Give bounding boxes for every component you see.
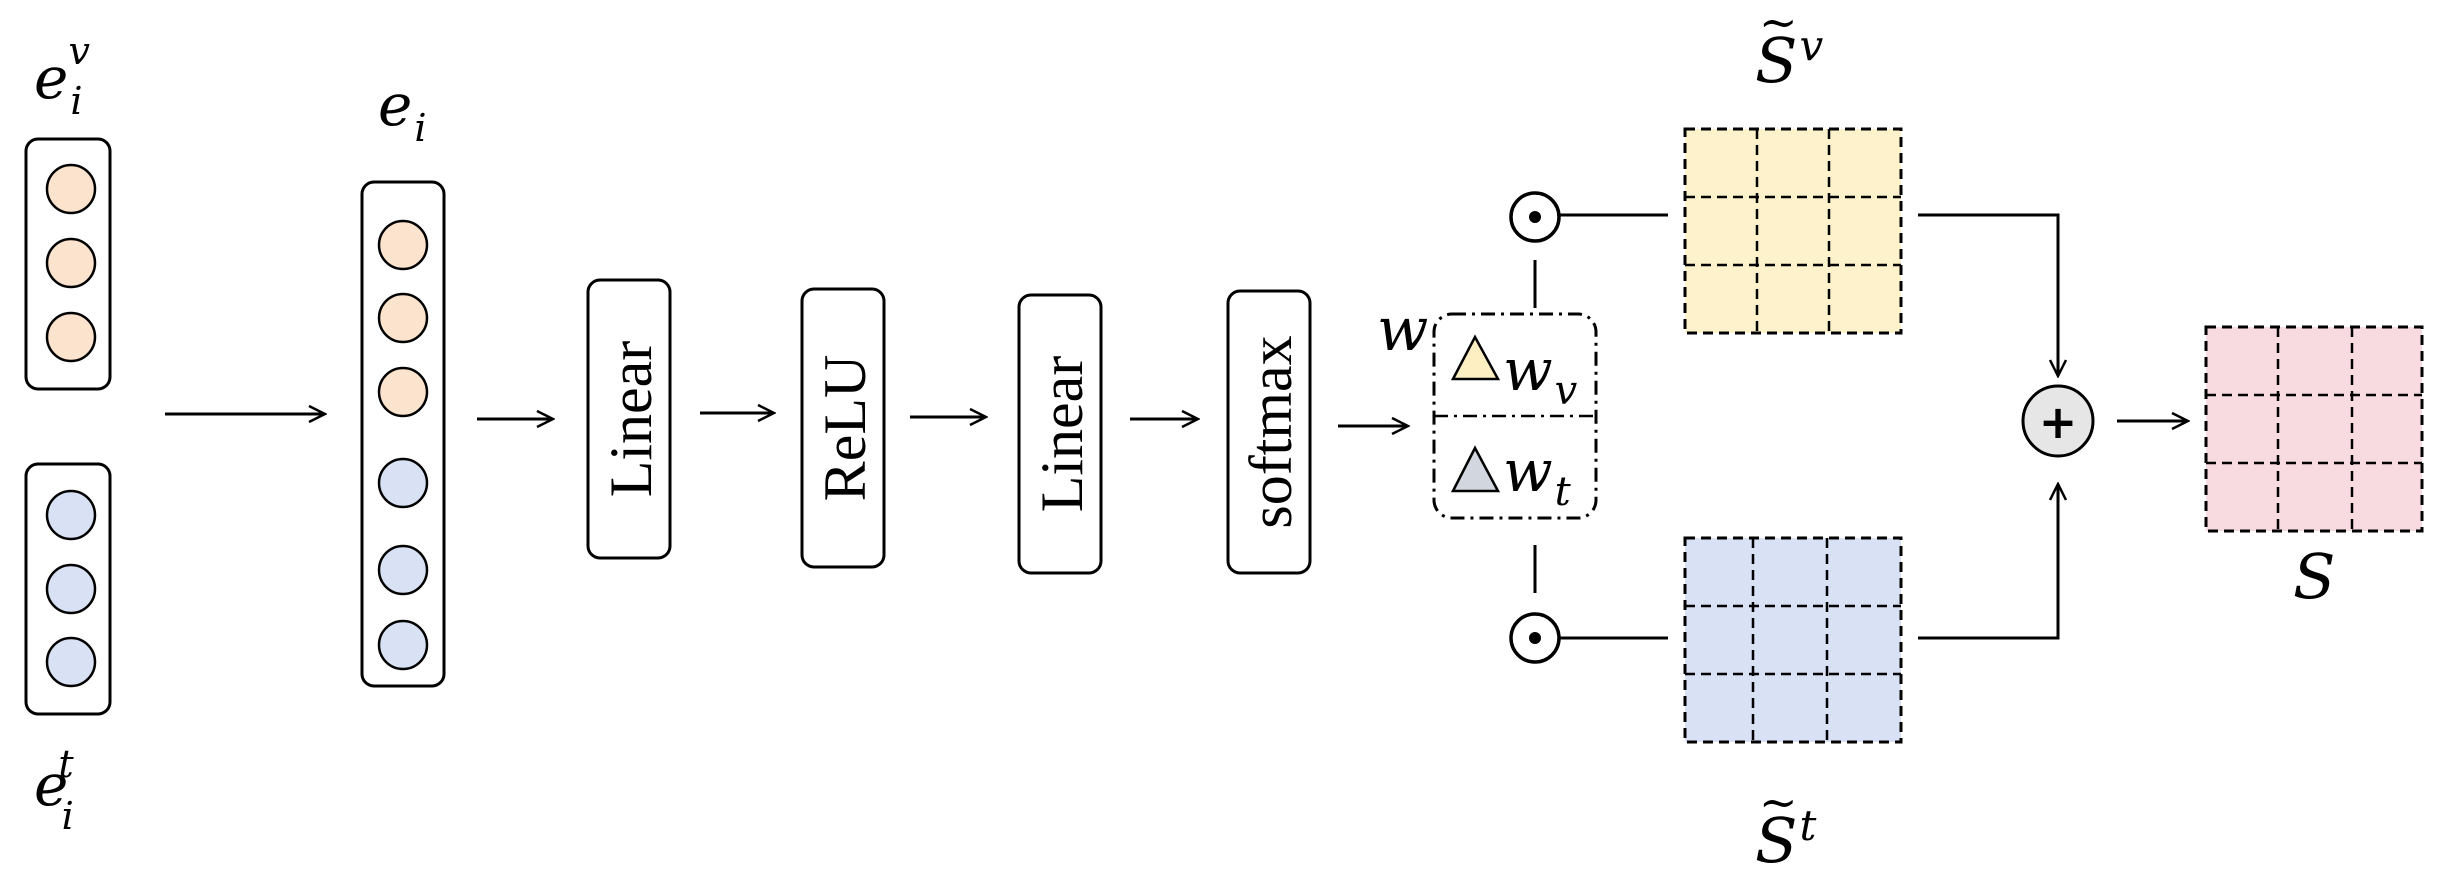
concat-node-text — [377, 619, 429, 671]
text-weight-label: wt — [1503, 437, 1572, 515]
visual-similarity-matrix-label: Sv — [1755, 21, 1823, 97]
connector-visual-to-sum — [1918, 213, 2058, 376]
layer-softmax-label: softmax — [1238, 335, 1304, 528]
weight-vector-label: w — [1377, 295, 1428, 365]
output-similarity-matrix-label: S — [2293, 540, 2335, 613]
hadamard-visual-icon — [1509, 191, 1561, 243]
layer-linear-2-label: Linear — [1029, 356, 1095, 513]
text-similarity-matrix — [1683, 536, 1903, 744]
text-similarity-matrix-label: St — [1755, 801, 1816, 877]
layer-linear-1: Linear — [586, 278, 672, 560]
text-embedding-node — [45, 489, 97, 541]
concat-node-visual — [377, 292, 429, 344]
visual-weight-triangle-icon — [1450, 334, 1501, 381]
text-embedding-node — [45, 636, 97, 688]
sum-symbol: + — [2039, 395, 2078, 449]
concatenated-embedding — [360, 180, 446, 688]
visual-similarity-matrix-tilde: ~ — [1759, 0, 1798, 49]
visual-embedding-node — [45, 237, 97, 289]
text-similarity-matrix-tilde: ~ — [1759, 775, 1798, 829]
visual-embedding — [24, 137, 112, 391]
layer-softmax: softmax — [1226, 289, 1312, 575]
visual-embedding-node — [45, 311, 97, 363]
visual-embedding-label: eiv — [34, 29, 90, 123]
sum-icon: + — [2021, 384, 2095, 458]
text-weight-triangle-icon — [1450, 445, 1501, 493]
connector-text-to-sum — [1918, 484, 2058, 640]
output-similarity-matrix — [2204, 325, 2424, 533]
concat-node-visual — [377, 219, 429, 271]
concat-node-visual — [377, 366, 429, 418]
visual-embedding-node — [45, 163, 97, 215]
layer-relu: ReLU — [800, 287, 886, 569]
concatenated-embedding-label: ei — [378, 71, 426, 150]
concat-node-text — [377, 544, 429, 596]
concat-node-text — [377, 457, 429, 509]
text-embedding — [24, 462, 112, 716]
layer-linear-2: Linear — [1017, 293, 1103, 575]
layer-linear-1-label: Linear — [598, 341, 664, 498]
layer-relu-label: ReLU — [812, 355, 878, 502]
weights-box: wv wt — [1432, 312, 1598, 520]
visual-weight-label: wv — [1503, 336, 1578, 414]
hadamard-text-icon — [1509, 612, 1561, 664]
text-embedding-node — [45, 563, 97, 615]
visual-similarity-matrix — [1683, 127, 1903, 335]
